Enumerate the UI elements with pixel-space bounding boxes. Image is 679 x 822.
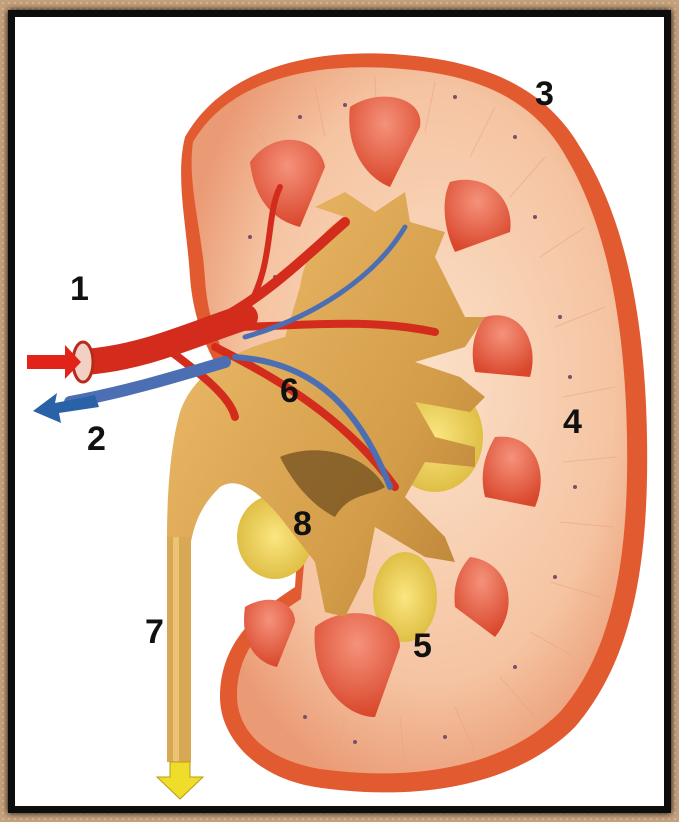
renal-vein-outlet-arrow — [33, 393, 99, 423]
diagram-panel: 1 2 3 4 5 6 7 8 — [8, 10, 671, 813]
label-4: 4 — [563, 405, 582, 439]
label-1: 1 — [70, 272, 89, 306]
label-5: 5 — [413, 629, 432, 663]
label-8: 8 — [293, 507, 312, 541]
label-3: 3 — [535, 77, 554, 111]
ureter-outlet-arrow — [157, 762, 203, 799]
renal-artery-inlet — [27, 342, 93, 382]
label-7: 7 — [145, 615, 164, 649]
label-2: 2 — [87, 422, 106, 456]
label-6: 6 — [280, 374, 299, 408]
